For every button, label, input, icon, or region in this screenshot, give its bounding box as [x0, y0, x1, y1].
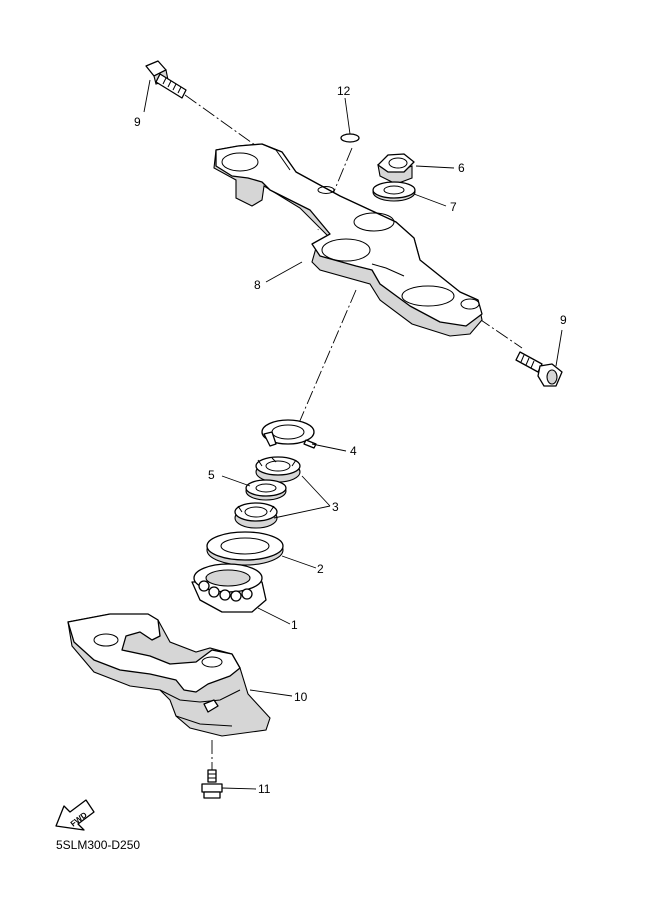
nut-6 — [377, 153, 415, 185]
callout-9-right: 9 — [560, 313, 567, 327]
lower-bracket-11 — [67, 613, 271, 737]
callout-3: 3 — [332, 500, 339, 514]
callout-9-upper: 9 — [134, 115, 141, 129]
callout-4: 4 — [350, 444, 357, 458]
part-10-washer — [340, 133, 360, 143]
callout-11: 10 — [294, 690, 308, 704]
callout-7: 7 — [450, 200, 457, 214]
callout-8: 8 — [254, 278, 261, 292]
leader-lines — [143, 79, 563, 790]
callout-10: 12 — [337, 84, 351, 98]
bolt-12 — [201, 769, 223, 799]
fwd-arrow-icon: FWD — [55, 799, 95, 831]
ring-nut-3-lower — [234, 502, 278, 529]
ring-nut-3-upper — [255, 456, 301, 483]
steering-axis-lower — [295, 289, 357, 431]
callout-12: 11 — [258, 782, 271, 796]
bearing-race-2 — [206, 531, 284, 566]
callout-2: 2 — [317, 562, 324, 576]
callout-6: 6 — [458, 161, 465, 175]
diagram-code: 5SLM300-D250 — [56, 838, 141, 852]
bearing-1 — [191, 563, 267, 613]
bolt-9-upper — [145, 60, 187, 99]
washer-5 — [245, 479, 287, 501]
bolt-axis-upper-left — [184, 94, 256, 146]
callout-1: 1 — [291, 618, 298, 632]
washer-7 — [372, 181, 416, 202]
lock-washer-4 — [261, 419, 317, 449]
bolt-axis-upper-right — [477, 317, 523, 349]
callout-5: 5 — [208, 468, 215, 482]
upper-bracket-8 — [213, 143, 483, 337]
bolt-9-right — [515, 351, 563, 387]
